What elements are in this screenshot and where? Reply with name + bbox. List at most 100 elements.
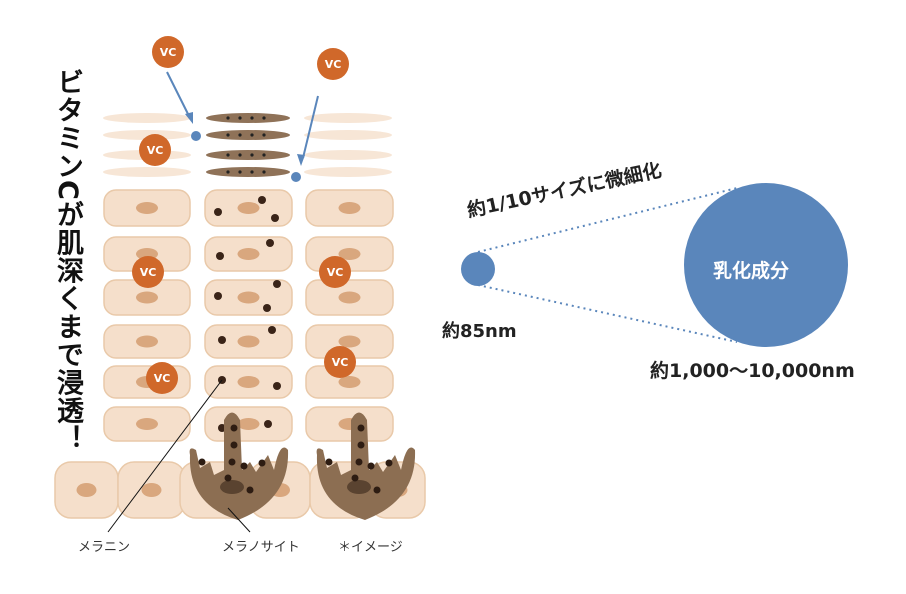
pigmented-flat-cell xyxy=(206,113,290,123)
cell-nucleus xyxy=(141,483,162,497)
cell-nucleus xyxy=(338,248,361,260)
large-size-label: 約1,000〜10,000nm xyxy=(650,360,855,382)
vc-label: VC xyxy=(160,46,177,59)
flat-cell xyxy=(103,167,191,177)
melanocyte-label: メラノサイト xyxy=(222,540,300,555)
cell-nucleus xyxy=(237,291,260,304)
cell-nucleus xyxy=(136,418,158,430)
melanocyte-pointer xyxy=(227,507,251,533)
vc-molecule xyxy=(132,256,164,288)
emulsion-particle xyxy=(684,183,848,347)
cell-nucleus xyxy=(237,376,260,388)
melanin-granule xyxy=(214,208,222,216)
pigmented-flat-cell xyxy=(206,167,290,177)
melanin-granule xyxy=(198,458,206,466)
melanocyte xyxy=(316,412,416,520)
vc-particle xyxy=(191,131,201,141)
melanin-granule xyxy=(271,214,279,222)
melanin-dot xyxy=(262,170,266,174)
melanin-label: メラニン xyxy=(78,540,131,555)
melanin-granule xyxy=(246,486,254,494)
melanin-granule xyxy=(216,252,224,260)
melanin-granule xyxy=(258,196,266,204)
small-size-label: 約85nm xyxy=(442,321,517,342)
melanin-dot xyxy=(226,133,230,137)
melanin-granule xyxy=(218,336,226,344)
melanin-dot xyxy=(226,170,230,174)
cell-nucleus xyxy=(136,335,158,348)
cell-nucleus xyxy=(338,376,361,388)
cell-nucleus xyxy=(237,202,260,214)
melanin-granule xyxy=(357,424,365,432)
melanin-granule xyxy=(266,239,274,247)
melanin-granule xyxy=(228,458,236,466)
cell-nucleus xyxy=(76,483,97,497)
melanin-dot xyxy=(262,133,266,137)
melanocyte-nucleus xyxy=(347,480,371,494)
melanin-dot xyxy=(226,153,230,157)
emulsion-label: 乳化成分 xyxy=(713,260,790,282)
dotted-guide xyxy=(477,187,738,253)
melanocyte-nucleus xyxy=(220,480,244,494)
flat-cell xyxy=(304,150,392,160)
cell-nucleus xyxy=(136,291,158,304)
pigmented-flat-cell xyxy=(206,150,290,160)
headline: ビタミンCが肌深くまで浸透！ xyxy=(52,68,83,453)
vc-label: VC xyxy=(147,144,164,157)
vc-particle xyxy=(291,172,301,182)
flat-cell xyxy=(103,130,191,140)
melanin-dot xyxy=(250,170,254,174)
cell-nucleus xyxy=(237,335,260,348)
cell-nucleus xyxy=(237,418,260,430)
melanin-pointer xyxy=(107,379,223,533)
image-note-label: ＊イメージ xyxy=(338,540,403,555)
cell-nucleus xyxy=(237,248,260,260)
melanin-granule xyxy=(355,458,363,466)
nano-particle xyxy=(461,252,495,286)
cell-nucleus xyxy=(136,202,158,214)
arrow-head-icon xyxy=(297,154,305,166)
melanin-granule xyxy=(357,441,365,449)
melanin-granule xyxy=(240,462,248,470)
vc-molecule xyxy=(146,362,178,394)
melanin-dot xyxy=(238,133,242,137)
cell-nucleus xyxy=(338,291,361,304)
melanin-granule xyxy=(268,326,276,334)
melanin-dot xyxy=(238,153,242,157)
melanin-granule xyxy=(264,420,272,428)
melanin-dot xyxy=(238,170,242,174)
pigmented-flat-cell xyxy=(206,130,290,140)
flat-cell xyxy=(304,130,392,140)
flat-cell xyxy=(103,113,191,123)
melanin-granule xyxy=(258,459,266,467)
vc-label: VC xyxy=(325,58,342,71)
arrow-line xyxy=(166,71,191,119)
dotted-guide xyxy=(477,284,738,343)
melanin-granule xyxy=(351,474,359,482)
melanin-dot xyxy=(250,133,254,137)
vc-label: VC xyxy=(140,266,157,279)
melanin-granule xyxy=(273,280,281,288)
vc-molecule xyxy=(152,36,184,68)
melanin-granule xyxy=(224,474,232,482)
vc-molecule xyxy=(317,48,349,80)
cell-nucleus xyxy=(338,202,361,214)
melanin-dot xyxy=(238,116,242,120)
melanin-granule xyxy=(230,424,238,432)
melanin-granule xyxy=(373,486,381,494)
melanin-dot xyxy=(250,153,254,157)
melanin-granule xyxy=(367,462,375,470)
melanin-granule xyxy=(385,459,393,467)
melanin-granule xyxy=(214,292,222,300)
flat-cell xyxy=(304,113,392,123)
arrow-head-icon xyxy=(185,112,193,124)
melanin-granule xyxy=(273,382,281,390)
cell-nucleus xyxy=(338,335,361,348)
melanin-dot xyxy=(262,153,266,157)
vc-molecule xyxy=(324,346,356,378)
melanin-dot xyxy=(226,116,230,120)
melanin-dot xyxy=(262,116,266,120)
melanocyte xyxy=(189,412,289,520)
